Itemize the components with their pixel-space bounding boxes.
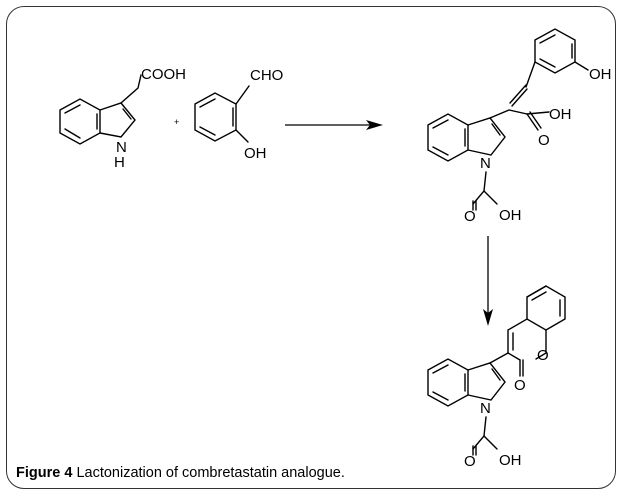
- int-phenol-oh-label: OH: [589, 66, 612, 83]
- int-acid-oh-label: OH: [549, 106, 572, 123]
- salicylaldehyde-structure: CHO OH: [194, 67, 283, 162]
- plus-sign: +: [174, 117, 179, 127]
- figure-number: Figure 4: [16, 465, 73, 481]
- figure-caption-text: Lactonization of combretastatin analogue…: [76, 465, 345, 481]
- nh-h-label: H: [114, 154, 125, 171]
- figure-caption: Figure 4 Lactonization of combretastatin…: [16, 465, 345, 481]
- int-carbonyl-o-label: O: [538, 132, 550, 149]
- cooh-label: COOH: [141, 66, 186, 83]
- coumarin-product-structure: O O N O OH: [427, 285, 566, 470]
- cho-label: CHO: [250, 67, 283, 84]
- indole-acetic-acid-structure: COOH N H: [59, 66, 186, 171]
- nh-n-label: N: [116, 139, 127, 156]
- prod-indole-n-label: N: [480, 400, 491, 417]
- reaction-arrow-down: [483, 236, 493, 326]
- prod-ring-o-label: O: [537, 347, 549, 364]
- int-carbamate-oh-label: OH: [499, 207, 522, 224]
- phenol-oh-label: OH: [244, 145, 267, 162]
- reaction-arrow-right: [285, 120, 383, 130]
- prod-carbamate-oh-label: OH: [499, 452, 522, 469]
- int-indole-n-label: N: [480, 155, 491, 172]
- acrylic-acid-intermediate-structure: OH OH O N O OH: [427, 28, 612, 225]
- prod-carbamate-o-label: O: [464, 453, 476, 470]
- figure-frame: [6, 6, 616, 489]
- prod-carbonyl-o-label: O: [514, 377, 526, 394]
- int-carbamate-o-label: O: [464, 208, 476, 225]
